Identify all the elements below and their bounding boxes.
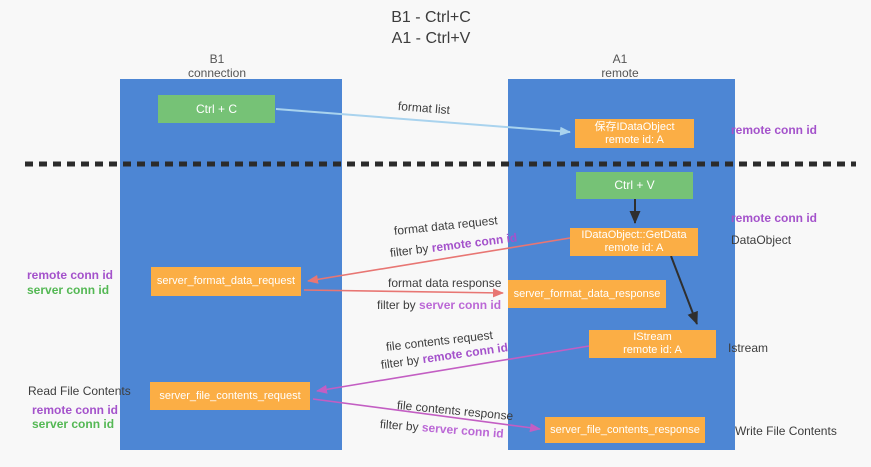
server-file-contents-request-label: server_file_contents_request (159, 389, 301, 402)
remote-conn-id-left-mid: remote conn id (27, 268, 114, 282)
ctrl-v-label: Ctrl + V (614, 178, 655, 192)
ctrl-c-label: Ctrl + C (195, 101, 237, 116)
server-file-contents-response-box: server_file_contents_response (545, 417, 705, 443)
filter-prefix: filter by (389, 240, 433, 260)
server-conn-id-text: server conn id (421, 420, 505, 441)
getdata-title: IDataObject::GetData (581, 229, 687, 241)
save-idataobject-box: 保存IDataObject remote id: A (575, 119, 694, 148)
server-format-data-request-label: server_format_data_request (156, 275, 296, 287)
format-data-response-label: format data response (388, 276, 502, 290)
server-conn-id-left-mid: server conn id (27, 283, 110, 297)
istream-box: IStream remote id: A (589, 330, 716, 358)
server-format-data-response-box: server_format_data_response (508, 280, 666, 308)
server-file-contents-response-label: server_file_contents_response (550, 423, 700, 436)
server-format-data-request-box: server_format_data_request (151, 267, 301, 296)
filter-prefix: filter by (380, 352, 424, 372)
idataobject-getdata-box: IDataObject::GetData remote id: A (570, 228, 698, 256)
server-conn-id-text: server conn id (419, 298, 502, 312)
istream-remote-id: remote id: A (623, 344, 682, 356)
filter-prefix: filter by (379, 417, 423, 435)
title-line-1: B1 - Ctrl+C (391, 9, 471, 26)
save-idataobject-remote-id: remote id: A (605, 133, 664, 146)
remote-conn-id-text: remote conn id (430, 230, 518, 255)
filter-prefix: filter by (377, 298, 420, 312)
ctrl-v-box: Ctrl + V (576, 172, 693, 199)
filter-by-server-conn-id-label-format: filter by server conn id (377, 298, 501, 312)
write-file-contents-label: Write File Contents (735, 424, 837, 438)
diagram-title: B1 - Ctrl+C A1 - Ctrl+V (331, 7, 531, 49)
remote-conn-id-left-bottom: remote conn id (32, 403, 119, 417)
lane-left-subname: connection (187, 66, 247, 80)
save-idataobject-title: 保存IDataObject (594, 120, 675, 133)
dataobject-label: DataObject (731, 233, 792, 247)
title-line-2: A1 - Ctrl+V (391, 30, 471, 47)
server-format-data-response-label: server_format_data_response (513, 287, 661, 300)
lane-header-b1-connection: B1 connection (147, 52, 287, 80)
getdata-remote-id: remote id: A (604, 242, 664, 254)
format-list-label: format list (397, 99, 451, 118)
lane-right-name: A1 (612, 52, 628, 66)
ctrl-c-box: Ctrl + C (158, 95, 275, 123)
lane-left-name: B1 (209, 52, 225, 66)
server-conn-id-left-bottom: server conn id (32, 417, 115, 431)
remote-conn-id-right-top: remote conn id (731, 123, 818, 137)
read-file-contents-label: Read File Contents (28, 384, 131, 398)
server-file-contents-request-box: server_file_contents_request (150, 382, 310, 410)
lane-header-a1-remote: A1 remote (550, 52, 690, 80)
istream-side-label: Istream (728, 341, 769, 355)
lane-right-subname: remote (601, 66, 639, 80)
istream-title: IStream (633, 331, 672, 343)
remote-conn-id-right-mid: remote conn id (731, 211, 818, 225)
